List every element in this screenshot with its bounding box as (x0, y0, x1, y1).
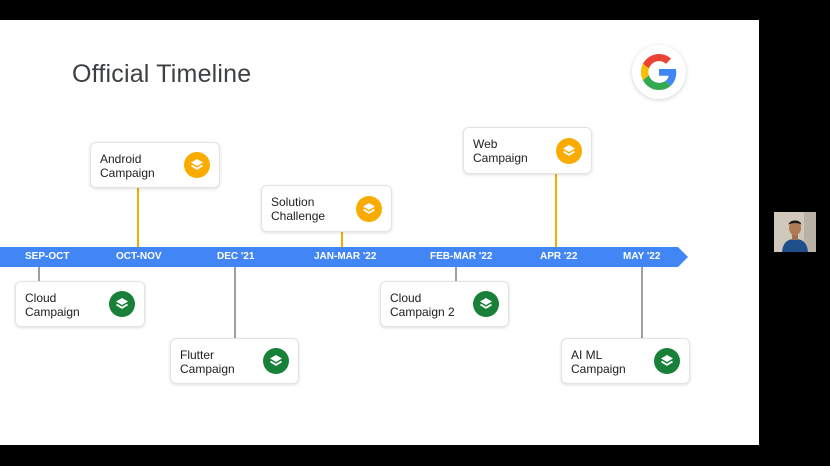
card-label: Cloud Campaign 2 (390, 291, 455, 319)
connector-cloud (38, 267, 40, 281)
card-label: Cloud Campaign (25, 291, 80, 319)
google-g-icon (641, 54, 677, 90)
timeline-label-sep-oct: SEP-OCT (25, 251, 70, 262)
card-android-campaign: Android Campaign (90, 142, 220, 188)
timeline-label-dec-21: DEC '21 (217, 251, 255, 262)
card-label: Solution Challenge (271, 195, 326, 223)
card-cloud-campaign-2: Cloud Campaign 2 (380, 281, 509, 327)
connector-web (555, 174, 557, 247)
layers-icon (109, 291, 135, 317)
card-label: Android Campaign (100, 152, 155, 180)
timeline-label-apr-22: APR '22 (540, 251, 578, 262)
presentation-slide: Official Timeline SEP-OCT OCT-NOV DEC '2… (0, 20, 759, 445)
card-flutter-campaign: Flutter Campaign (170, 338, 299, 384)
layers-icon (654, 348, 680, 374)
connector-flutter (234, 267, 236, 338)
timeline-label-may-22: MAY '22 (623, 251, 661, 262)
card-label: AI ML Campaign (571, 348, 626, 376)
card-label: Web Campaign (473, 137, 528, 165)
presenter-video-thumbnail[interactable] (774, 212, 816, 252)
card-cloud-campaign: Cloud Campaign (15, 281, 145, 327)
timeline-arrow (0, 247, 688, 267)
card-label: Flutter Campaign (180, 348, 235, 376)
connector-android (137, 188, 139, 247)
layers-icon (473, 291, 499, 317)
layers-icon (356, 195, 382, 222)
connector-solution (341, 232, 343, 247)
google-logo (632, 45, 686, 99)
layers-icon (184, 152, 210, 178)
layers-icon (263, 348, 289, 374)
card-web-campaign: Web Campaign (463, 127, 592, 174)
card-solution-challenge: Solution Challenge (261, 185, 392, 232)
timeline-label-jan-mar-22: JAN-MAR '22 (314, 251, 377, 262)
timeline-label-oct-nov: OCT-NOV (116, 251, 162, 262)
card-ai-ml-campaign: AI ML Campaign (561, 338, 690, 384)
timeline-label-feb-mar-22: FEB-MAR '22 (430, 251, 493, 262)
connector-cloud2 (455, 267, 457, 281)
connector-aiml (641, 267, 643, 338)
person-avatar (774, 212, 816, 252)
layers-icon (556, 137, 582, 164)
slide-title: Official Timeline (72, 60, 252, 88)
